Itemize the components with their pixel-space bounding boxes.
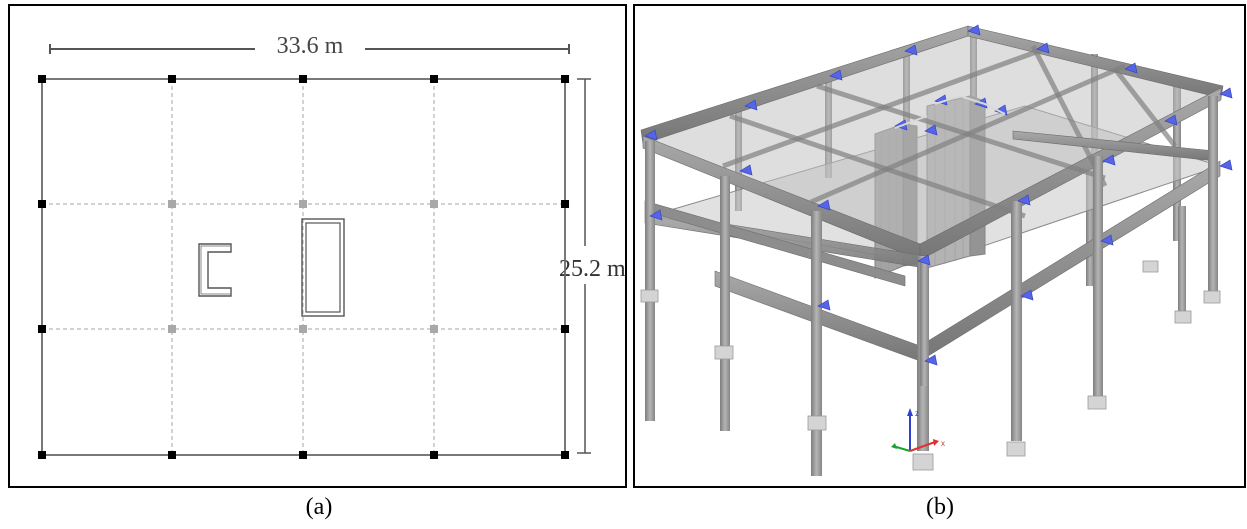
- caption-a: (a): [305, 494, 333, 520]
- core-links: [894, 94, 1006, 129]
- front-columns: [645, 96, 1218, 476]
- structure-3d-drawing: z x: [640, 24, 1233, 476]
- footings: [640, 260, 1221, 471]
- axis-x-label: x: [941, 439, 945, 448]
- roof-beams: [640, 25, 1224, 261]
- structure-3d-panel: z x: [633, 4, 1246, 488]
- axis-triad: z x: [891, 408, 945, 452]
- support-markers: [644, 24, 1233, 366]
- roof-interior-beams: [722, 44, 1177, 219]
- height-label: 25.2 m: [559, 256, 625, 282]
- width-dimension: [49, 44, 570, 54]
- interior-column-nodes: [168, 200, 438, 333]
- height-dimension: [577, 78, 591, 454]
- floor-plan-panel: 33.6 m 25.2 m: [8, 4, 627, 488]
- axis-z-label: z: [915, 409, 919, 418]
- rectangular-core-wall: [301, 218, 345, 317]
- plan-grid: [42, 79, 565, 455]
- column-nodes: [38, 75, 569, 459]
- caption-b: (b): [926, 494, 954, 520]
- c-shaped-core-wall: [198, 243, 232, 297]
- width-label: 33.6 m: [277, 33, 344, 59]
- floor-plan-drawing: 33.6 m 25.2 m: [38, 33, 625, 459]
